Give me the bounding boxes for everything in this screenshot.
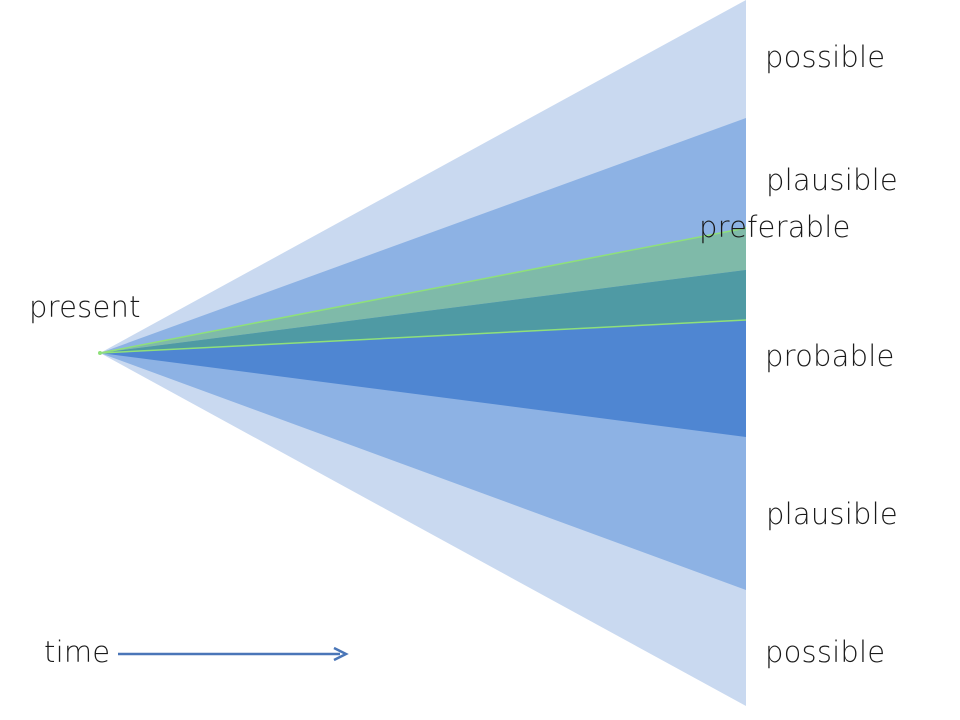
probable-label: probable [765,339,895,373]
preferable-lower-edge [99,319,747,354]
present-label: present [29,290,141,324]
plausible-bottom-label: plausible [766,497,898,531]
possible-top-label: possible [765,40,886,74]
plausible-top-label: plausible [766,163,898,197]
preferable-label: preferable [699,210,851,244]
present-point [98,351,102,355]
possible-bottom-label: possible [765,635,886,669]
preferable-probable-overlap [100,270,746,353]
preferable-upper-edge [99,227,747,354]
time-label: time [44,635,111,669]
